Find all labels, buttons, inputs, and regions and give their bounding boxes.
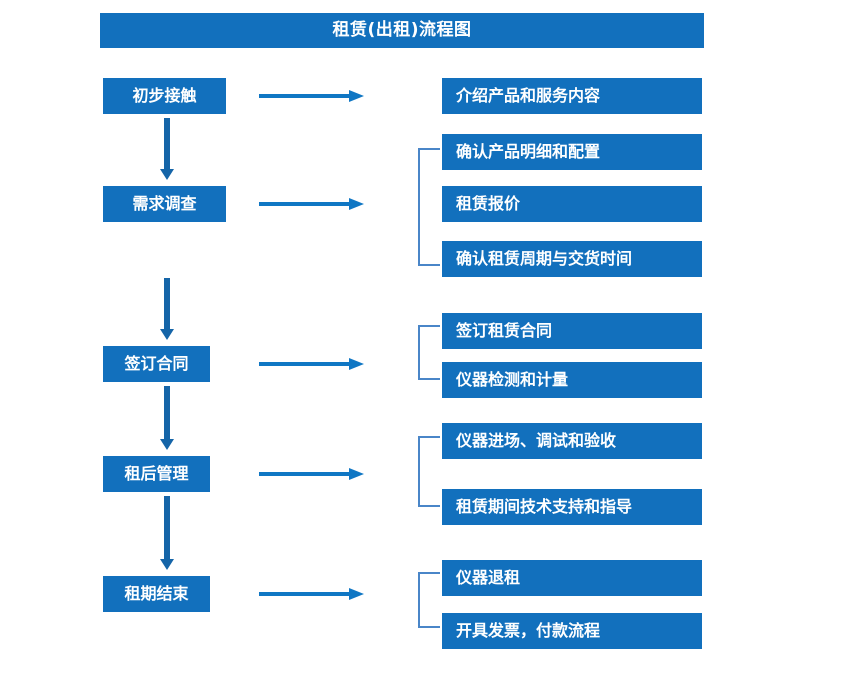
stage-box-rental-end[interactable]: 租期结束 [103,576,210,612]
stage-box-requirement-survey[interactable]: 需求调查 [103,186,226,222]
vertical-arrow-icon-3 [160,386,174,450]
horizontal-arrow-icon-3 [259,357,365,371]
detail-label: 开具发票，付款流程 [456,621,601,640]
detail-box-technical-support[interactable]: 租赁期间技术支持和指导 [442,489,702,525]
horizontal-arrow-icon-5 [259,587,365,601]
detail-box-instrument-inspection[interactable]: 仪器检测和计量 [442,362,702,398]
detail-label: 介绍产品和服务内容 [456,86,601,105]
group-bracket-sign-contract [418,325,440,380]
horizontal-arrow-icon-4 [259,467,365,481]
detail-label: 仪器进场、调试和验收 [456,431,617,450]
stage-label: 初步接触 [132,86,197,105]
stage-label: 租期结束 [124,584,189,603]
detail-box-rental-quote[interactable]: 租赁报价 [442,186,702,222]
stage-box-post-rental-management[interactable]: 租后管理 [103,456,210,492]
group-bracket-post-rental-management [418,436,440,507]
vertical-arrow-icon-2 [160,278,174,340]
chart-title: 租赁(出租)流程图 [332,20,472,40]
stage-label: 签订合同 [124,354,189,373]
detail-label: 租赁期间技术支持和指导 [456,497,633,516]
detail-box-instrument-return[interactable]: 仪器退租 [442,560,702,596]
vertical-arrow-icon-4 [160,496,174,570]
vertical-arrow-icon-1 [160,118,174,180]
detail-box-confirm-period-delivery[interactable]: 确认租赁周期与交货时间 [442,241,702,277]
stage-label: 需求调查 [132,194,197,213]
chart-title-bar: 租赁(出租)流程图 [100,13,704,48]
detail-box-invoice-payment[interactable]: 开具发票，付款流程 [442,613,702,649]
detail-box-sign-rental-contract[interactable]: 签订租赁合同 [442,313,702,349]
detail-box-confirm-product-spec[interactable]: 确认产品明细和配置 [442,134,702,170]
detail-label: 签订租赁合同 [456,321,553,340]
detail-label: 确认产品明细和配置 [456,142,601,161]
detail-box-intro-products[interactable]: 介绍产品和服务内容 [442,78,702,114]
detail-label: 仪器检测和计量 [456,370,569,389]
horizontal-arrow-icon-2 [259,197,365,211]
detail-label: 确认租赁周期与交货时间 [456,249,633,268]
stage-label: 租后管理 [124,464,189,483]
detail-label: 租赁报价 [456,194,521,213]
horizontal-arrow-icon-1 [259,89,365,103]
group-bracket-rental-end [418,572,440,628]
stage-box-sign-contract[interactable]: 签订合同 [103,346,210,382]
detail-label: 仪器退租 [456,568,521,587]
stage-box-initial-contact[interactable]: 初步接触 [103,78,226,114]
detail-box-instrument-entry-commissioning[interactable]: 仪器进场、调试和验收 [442,423,702,459]
group-bracket-requirement-survey [418,148,440,266]
